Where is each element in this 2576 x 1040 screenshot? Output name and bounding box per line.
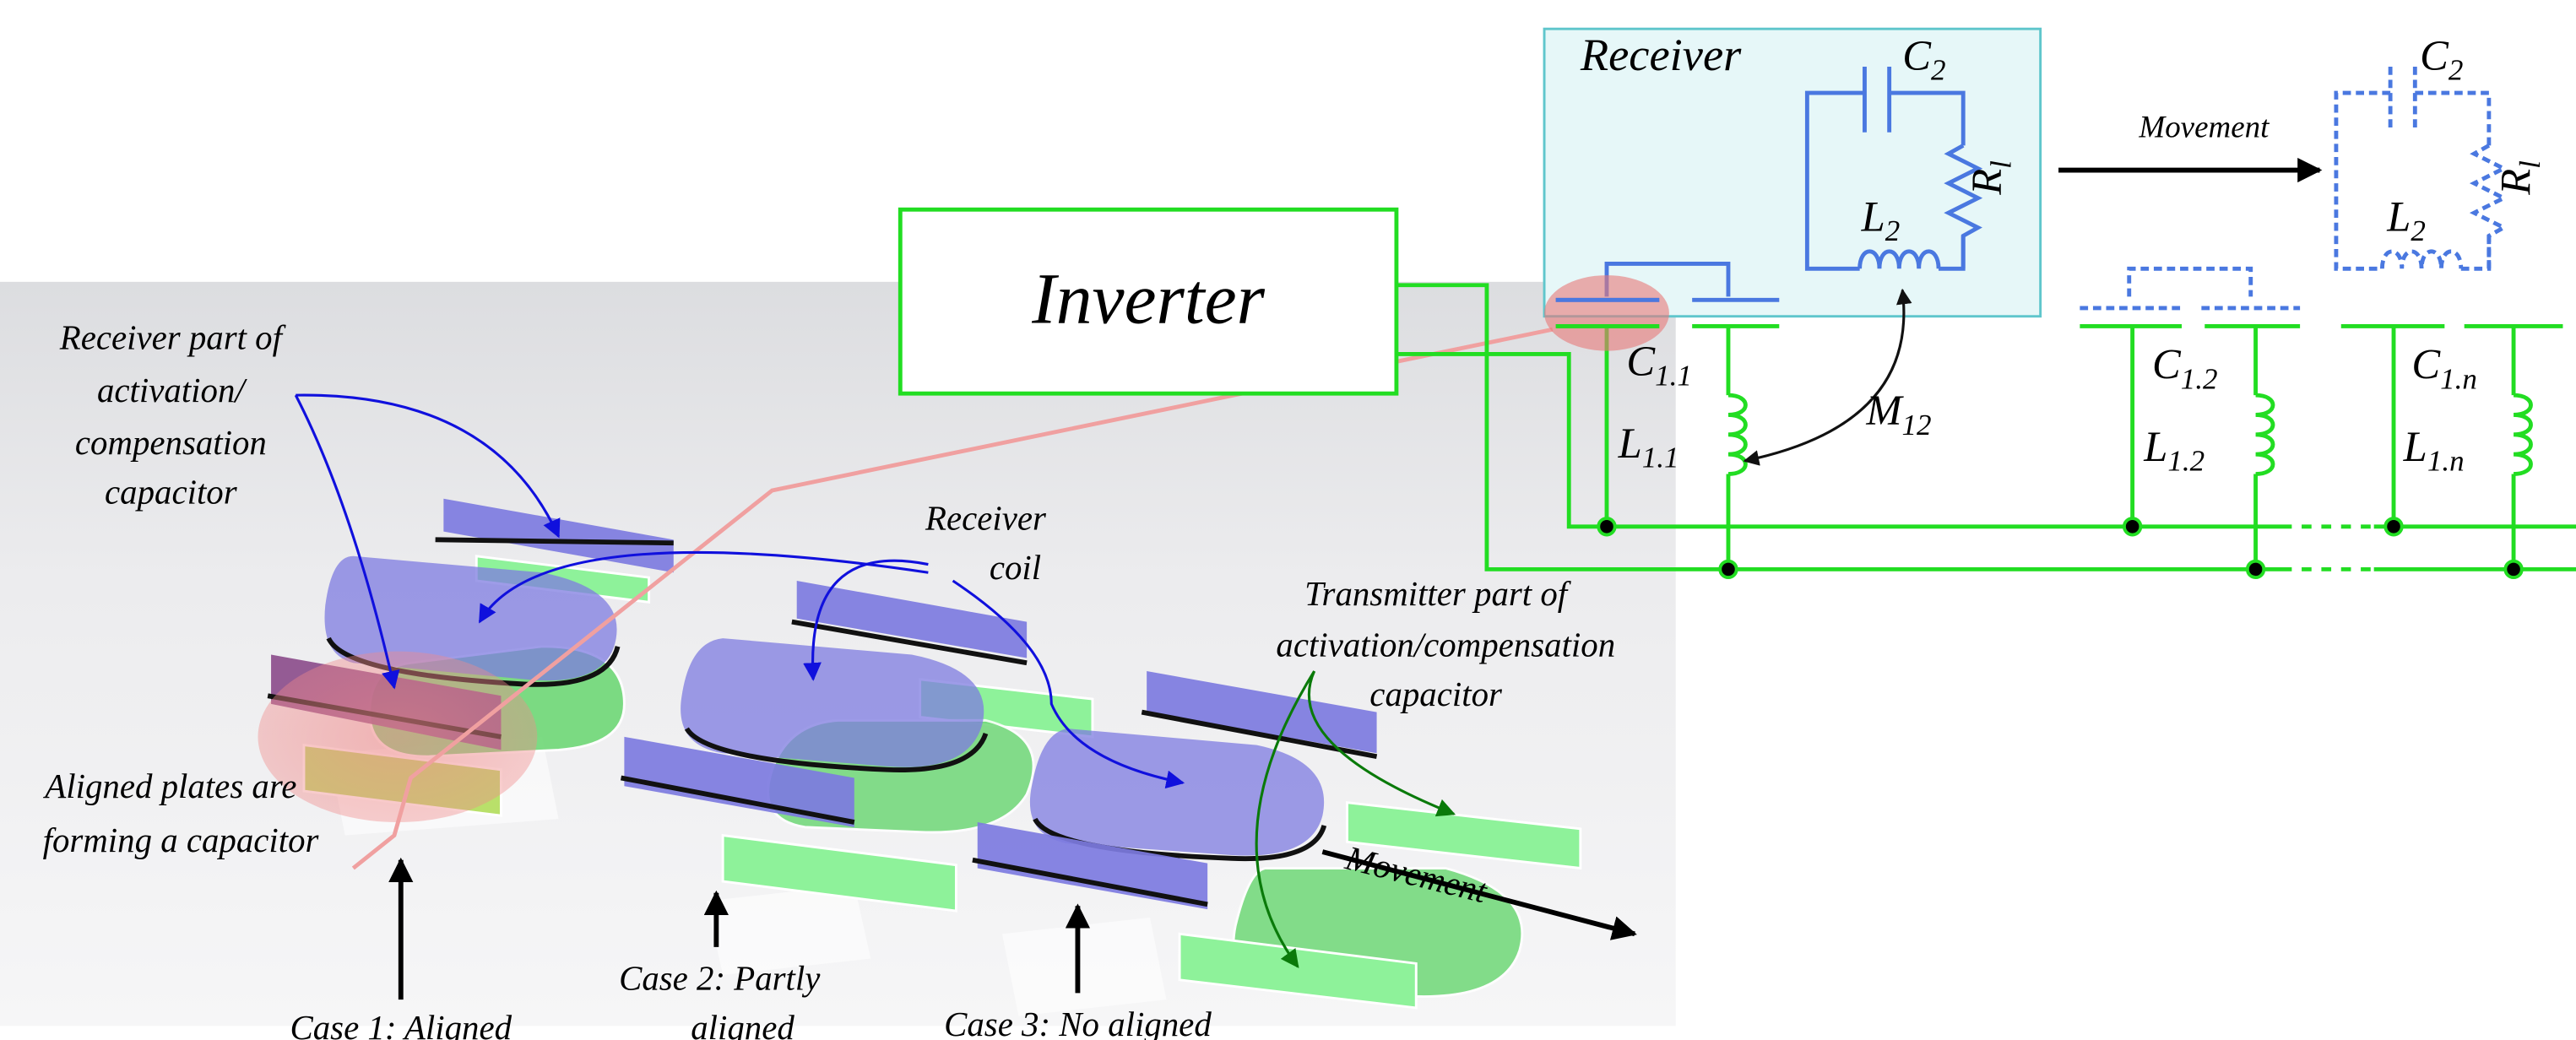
svg-text:forming a capacitor: forming a capacitor [43,821,320,859]
c2-moved-label: C2 [2420,32,2463,87]
rl-label: Rl [1963,160,2018,196]
moved-receiver-circuit [2080,66,2508,311]
svg-text:Case 2: Partly: Case 2: Partly [619,959,821,997]
case3-label: Case 3: No aligned [944,1005,1212,1040]
bus-ellipsis [2291,523,2374,573]
scene-movement-arrow [1321,849,1637,940]
junction-dots [1597,517,2524,580]
rx-pad-case3-b [977,822,1208,910]
rx-pad-case3-a [1147,671,1377,754]
l12-label: L1.2 [2143,423,2205,478]
aligned-capacitor-highlight [258,651,538,823]
svg-text:Receiver: Receiver [925,500,1047,538]
svg-text:activation/: activation/ [97,371,247,409]
c2-label: C2 [1902,32,1945,87]
aligned-annotation: Aligned plates are forming a capacitor [42,767,319,859]
transmitter-cap-annotation: Transmitter part of activation/compensat… [1276,575,1615,713]
svg-text:capacitor: capacitor [1369,675,1503,713]
svg-text:activation/compensation: activation/compensation [1276,626,1615,664]
svg-text:Aligned plates are: Aligned plates are [42,767,296,805]
rx-pad-case2-b [624,736,854,827]
receiver-coil-arrows [478,550,1185,789]
inverter-label: Inverter [1031,259,1265,339]
receiver-label: Receiver [1580,29,1742,80]
receiver-cap-annotation: Receiver part of activation/ compensatio… [59,319,287,512]
tx-pad-case2-b [721,833,957,913]
svg-text:Receiver part of: Receiver part of [59,319,287,357]
m12-label: M12 [1865,387,1931,441]
receiver-coil-annotation: Receiver coil [925,500,1047,587]
c12-label: C1.2 [2152,341,2218,396]
svg-text:compensation: compensation [75,424,267,462]
rx-coil-case3 [1029,729,1325,856]
transmitter-circuit [898,207,2576,571]
rx-coil-case2 [681,638,984,767]
inverter-box [898,207,1399,396]
receiver-cap-arrows [294,393,561,690]
tx-pad-case3-b [1178,932,1418,1010]
l2-moved-label: L2 [2386,193,2426,248]
svg-text:coil: coil [990,549,1041,587]
l1n-label: L1.n [2403,423,2465,478]
transmitter-cap-arrows [1255,670,1456,969]
c11-label: C1.1 [1626,338,1692,393]
case2-label: Case 2: Partly aligned [619,959,821,1040]
movement-label-top: Movement [2138,110,2270,144]
rl-moved-label: Rl [2492,160,2547,196]
svg-text:aligned: aligned [691,1009,794,1040]
l11-label: L1.1 [1618,420,1679,474]
case1-label: Case 1: Aligned [290,1009,512,1040]
c1n-label: C1.n [2411,341,2477,396]
capacitor-link-line [351,327,1554,870]
svg-text:capacitor: capacitor [105,474,238,512]
rx-coil-case1 [324,555,617,681]
l2-label: L2 [1861,193,1901,248]
circuit-capacitor-highlight [1544,275,1669,351]
tx-pad-case3-a [1346,801,1582,870]
mutual-inductance-arrow [1743,288,1912,466]
rx-pad-case2-a [796,580,1028,658]
svg-text:Transmitter part of: Transmitter part of [1304,575,1572,613]
